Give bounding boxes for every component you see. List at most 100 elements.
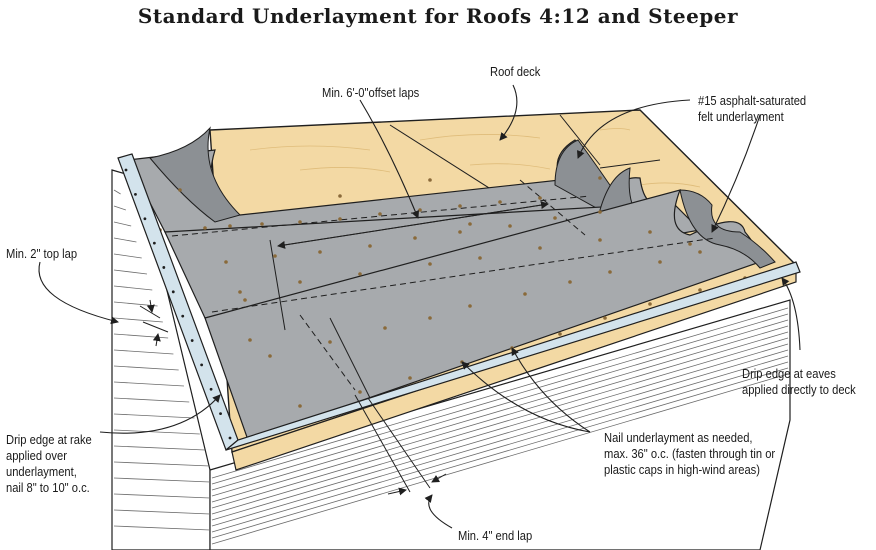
nail-head — [458, 204, 462, 208]
leader-felt — [711, 114, 761, 233]
nail-head — [598, 210, 602, 214]
nail-head — [383, 326, 387, 330]
nail-head — [260, 222, 264, 226]
end-lap-dimension — [354, 394, 447, 496]
siding-line — [113, 253, 142, 259]
nail-head — [598, 176, 602, 180]
label-offset-laps: Min. 6'-0"offset laps — [322, 85, 420, 100]
siding-line — [113, 509, 211, 515]
nail-head — [523, 292, 527, 296]
nail-head — [328, 340, 332, 344]
siding-line — [113, 189, 121, 195]
nail-head — [478, 256, 482, 260]
siding-line — [211, 307, 789, 479]
label-end-lap: Min. 4" end lap — [458, 528, 533, 543]
nail-head — [468, 304, 472, 308]
wall-siding — [111, 169, 791, 550]
siding-line — [113, 429, 200, 435]
siding-line — [113, 221, 132, 227]
leader-end-lap — [424, 494, 453, 529]
siding-line — [113, 477, 211, 483]
siding-line — [113, 461, 211, 467]
diagram-title: Standard Underlayment for Roofs 4:12 and… — [137, 4, 739, 28]
nail-head — [538, 246, 542, 250]
siding-line — [211, 361, 789, 533]
label-roof-deck: Roof deck — [490, 64, 541, 79]
siding-line — [113, 205, 127, 211]
nail-head — [428, 178, 432, 182]
siding-line — [113, 525, 211, 531]
rake-nail — [190, 339, 194, 342]
leader-top-lap — [38, 261, 119, 325]
nail-head — [428, 316, 432, 320]
nail-head — [338, 194, 342, 198]
label-felt-underlayment: #15 asphalt-saturated felt underlayment — [698, 93, 807, 124]
siding-line — [211, 319, 789, 491]
siding-line — [211, 373, 789, 545]
nail-head — [598, 238, 602, 242]
rake-nail — [152, 241, 156, 245]
leader-eaves — [781, 277, 801, 351]
nail-head — [413, 236, 417, 240]
nail-head — [608, 270, 612, 274]
offset-lap-dimension — [277, 201, 549, 249]
nail-head — [318, 250, 322, 254]
siding-line — [211, 313, 789, 485]
leader-felt-top — [576, 99, 691, 159]
felt-curl-left — [149, 126, 241, 223]
leader-offset-laps — [359, 99, 420, 219]
rake-nail — [181, 314, 185, 318]
nail-head — [688, 242, 692, 246]
nail-head — [358, 390, 362, 394]
siding-line — [113, 237, 137, 243]
nail-head — [338, 217, 342, 221]
leader-rake — [99, 394, 221, 434]
rake-nail — [143, 217, 147, 221]
siding-line — [113, 445, 206, 451]
nail-head — [468, 222, 472, 226]
nail-head — [298, 280, 302, 284]
nail-head — [658, 260, 662, 264]
siding-line — [113, 317, 163, 323]
felt-underlayment — [127, 126, 776, 441]
nail-head — [358, 272, 362, 276]
nail-head — [203, 226, 207, 230]
label-top-lap: Min. 2" top lap — [6, 246, 78, 261]
nail-head — [648, 230, 652, 234]
felt-curl-bottom — [679, 189, 776, 269]
nail-head — [408, 376, 412, 380]
nail-head — [458, 230, 462, 234]
siding-line — [113, 413, 195, 419]
nail-head — [273, 254, 277, 258]
siding-line — [113, 365, 179, 371]
siding-line — [211, 349, 789, 521]
leader-nail-2 — [511, 347, 591, 433]
siding-line — [113, 285, 153, 291]
nail-head — [648, 302, 652, 306]
label-nail-underlayment: Nail underlayment as needed, max. 36" o.… — [604, 430, 776, 477]
rake-nail — [200, 363, 204, 367]
nail-head — [368, 244, 372, 248]
siding-line — [113, 381, 184, 387]
rake-nail — [171, 290, 175, 294]
nail-head — [553, 216, 557, 220]
nail-head — [238, 290, 242, 294]
rake-nail — [124, 168, 128, 172]
nail-head — [698, 250, 702, 254]
rake-nail — [228, 436, 232, 440]
siding-line — [211, 325, 789, 497]
nail-head — [298, 220, 302, 224]
rake-nail — [209, 387, 213, 391]
siding-line — [113, 493, 211, 499]
rake-nail — [219, 412, 222, 416]
nail-head — [698, 288, 702, 292]
rake-nail — [134, 192, 137, 196]
nail-head — [538, 196, 542, 200]
nail-head — [428, 262, 432, 266]
nail-head — [298, 404, 302, 408]
siding-line — [211, 337, 789, 509]
nail-head — [248, 338, 252, 342]
nail-head — [558, 332, 562, 336]
nail-head — [268, 354, 272, 358]
